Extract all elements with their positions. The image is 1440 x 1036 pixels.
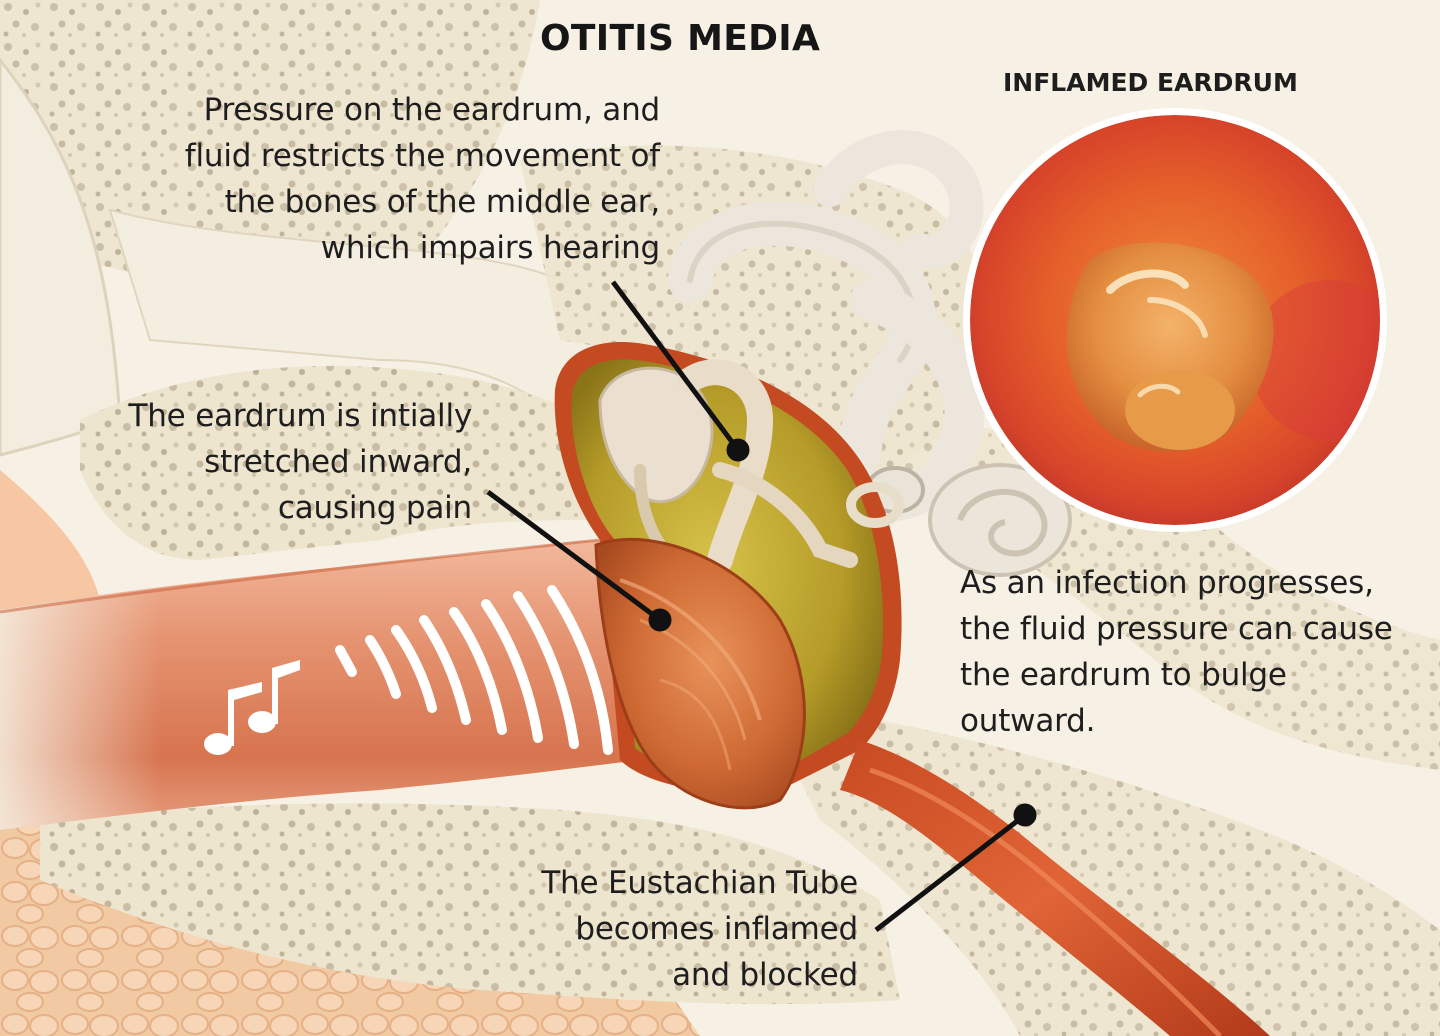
label-line: which impairs hearing [185,225,660,271]
label-pressure: Pressure on the eardrum, and fluid restr… [185,87,660,271]
label-line: the fluid pressure can cause [960,606,1393,652]
label-line: causing pain [128,485,472,531]
label-eustachian: The Eustachian Tube becomes inflamed and… [541,860,858,998]
label-line: the bones of the middle ear, [185,179,660,225]
label-line: The eardrum is intially [128,393,472,439]
label-line: The Eustachian Tube [541,860,858,906]
label-line: the eardrum to bulge [960,652,1393,698]
label-line: outward. [960,698,1393,744]
label-line: becomes inflamed [541,906,858,952]
label-line: and blocked [541,952,858,998]
inset-title: INFLAMED EARDRUM [1003,68,1298,97]
label-line: As an infection progresses, [960,560,1393,606]
label-line: fluid restricts the movement of [185,133,660,179]
label-infection: As an infection progresses, the fluid pr… [960,560,1393,744]
label-line: stretched inward, [128,439,472,485]
label-line: Pressure on the eardrum, and [185,87,660,133]
label-eardrum: The eardrum is intially stretched inward… [128,393,472,531]
diagram-title: OTITIS MEDIA [540,18,820,59]
